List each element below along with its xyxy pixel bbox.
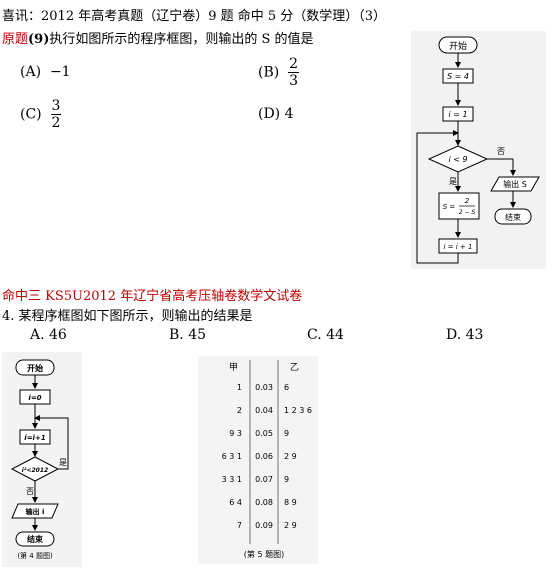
init-s-label: S = 4 [447, 72, 469, 81]
row-2-stem: 0.04 [255, 406, 273, 415]
init-label: i=0 [28, 394, 41, 402]
yes-label: 是 [59, 458, 67, 467]
option-b-denominator: 3 [289, 73, 299, 89]
option-a-value: −1 [49, 64, 71, 80]
row-1-right-leaves: 6 [284, 383, 289, 392]
start-label: 开始 [27, 363, 43, 373]
flowchart-caption: (第 4 题图) [17, 551, 53, 560]
update-label: i=i+1 [24, 434, 46, 442]
output-label: 输出 S [503, 179, 527, 189]
page-title: 喜讯：2012 年高考真题（辽宁卷）9 题 命中 5 分（数学理）（3） [2, 9, 387, 24]
hit-flowchart-svg: 开始 i=0 i=i+1 i²<2012 是 否 输出 i 结束 (第 4 题图… [10, 359, 69, 560]
output-box [490, 176, 540, 192]
row-2-left-leaves: 2 [237, 406, 242, 415]
hit-option-d: D. 43 [446, 327, 483, 343]
start-label: 开始 [449, 40, 467, 52]
option-c-denominator: 2 [51, 115, 61, 131]
hit-title: 命中三 KS5U2012 年辽宁省高考压轴卷数学文试卷 [2, 289, 303, 304]
hit-flowchart: 开始 i=0 i=i+1 i²<2012 是 否 输出 i 结束 (第 4 题图… [2, 352, 82, 567]
row-7-stem: 0.09 [255, 521, 273, 530]
hit-option-a-label: A. [30, 327, 45, 343]
hit-option-c-value: 44 [326, 327, 344, 343]
decision-label: i < 9 [448, 155, 467, 164]
option-d: (D) 4 [258, 106, 294, 122]
right-header: 乙 [290, 362, 299, 373]
option-b-numerator: 2 [288, 56, 300, 73]
hit-option-b-value: 45 [188, 327, 207, 343]
end-label: 结束 [505, 212, 521, 222]
row-2-right-leaves: 1 2 3 6 [284, 406, 312, 415]
row-4-stem: 0.06 [255, 452, 273, 461]
row-5-right-leaves: 9 [284, 475, 289, 484]
option-a-label: (A) [20, 64, 42, 80]
left-header: 甲 [229, 362, 238, 373]
row-3-left-leaves: 9 3 [229, 429, 242, 438]
option-d-value: 4 [284, 106, 294, 122]
no-label: 否 [497, 147, 505, 156]
init-i-label: i = 1 [448, 110, 467, 119]
yes-label: 是 [449, 177, 457, 186]
row-5-stem: 0.07 [255, 475, 273, 484]
row-6-left-leaves: 6 4 [229, 498, 242, 507]
row-6-right-leaves: 8 9 [284, 498, 297, 507]
hit-option-a-value: 46 [49, 327, 67, 343]
hit-option-d-label: D. [446, 327, 462, 343]
output-label: 输出 i [26, 507, 45, 516]
original-tag: 原题 [2, 32, 29, 47]
option-a: (A) −1 [20, 64, 71, 80]
row-3-stem: 0.05 [255, 429, 273, 438]
stem-leaf-rows: 1 0.03 6 2 0.04 1 2 3 6 9 3 0.05 9 6 3 1 0.06 2 9 3 … [222, 383, 312, 530]
question-number: (9) [28, 32, 50, 47]
option-b-label: (B) [258, 64, 280, 81]
q9-flowchart: 开始 S = 4 i = 1 i < 9 否 输出 S 结束 是 S = 2 2… [411, 31, 546, 269]
hit-option-b-label: B. [169, 327, 184, 343]
option-d-label: (D) [258, 106, 281, 122]
option-c-numerator: 3 [50, 98, 62, 115]
stem-leaf-svg: 甲 乙 1 0.03 6 2 0.04 1 2 3 6 9 3 0.05 9 6 3 1 0.06 2… [222, 360, 312, 559]
row-4-left-leaves: 6 3 1 [222, 452, 242, 461]
q9-flowchart-svg: 开始 S = 4 i = 1 i < 9 否 输出 S 结束 是 S = 2 2… [416, 36, 540, 264]
hit-option-c: C. 44 [307, 327, 344, 343]
hit-option-d-value: 43 [465, 327, 484, 343]
hit-question: 4. 某程序框图如下图所示，则输出的结果是 [2, 309, 253, 324]
update-s-lhs: S = [443, 203, 456, 211]
output-box [11, 503, 59, 519]
row-4-right-leaves: 2 9 [284, 452, 297, 461]
original-question-text: 执行如图所示的程序框图，则输出的 S 的值是 [49, 32, 314, 47]
end-terminal [494, 208, 532, 225]
option-c-label: (C) [20, 106, 42, 123]
update-i-label: i = i + 1 [444, 243, 473, 251]
table-caption: (第 5 题图) [244, 549, 284, 559]
row-6-stem: 0.08 [255, 498, 273, 507]
stem-leaf-figure: 甲 乙 1 0.03 6 2 0.04 1 2 3 6 9 3 0.05 9 6 3 1 0.06 2… [198, 356, 318, 564]
decision-label: i²<2012 [22, 467, 48, 474]
row-7-right-leaves: 2 9 [284, 521, 297, 530]
hit-option-b: B. 45 [169, 327, 206, 343]
row-1-left-leaves: 1 [237, 383, 242, 392]
row-1-stem: 0.03 [255, 383, 273, 392]
original-question-line: 原题(9)执行如图所示的程序框图，则输出的 S 的值是 [2, 28, 314, 47]
update-s-denominator: 2 − S [459, 209, 476, 216]
no-label: 否 [26, 487, 34, 496]
hit-option-c-label: C. [307, 327, 322, 343]
row-3-right-leaves: 9 [284, 429, 289, 438]
end-terminal [15, 531, 55, 547]
update-s-numerator: 2 [465, 197, 470, 205]
hit-option-a: A. 46 [30, 327, 67, 343]
row-7-left-leaves: 7 [237, 521, 242, 530]
row-5-left-leaves: 3 3 1 [222, 475, 242, 484]
end-label: 结束 [27, 534, 44, 544]
